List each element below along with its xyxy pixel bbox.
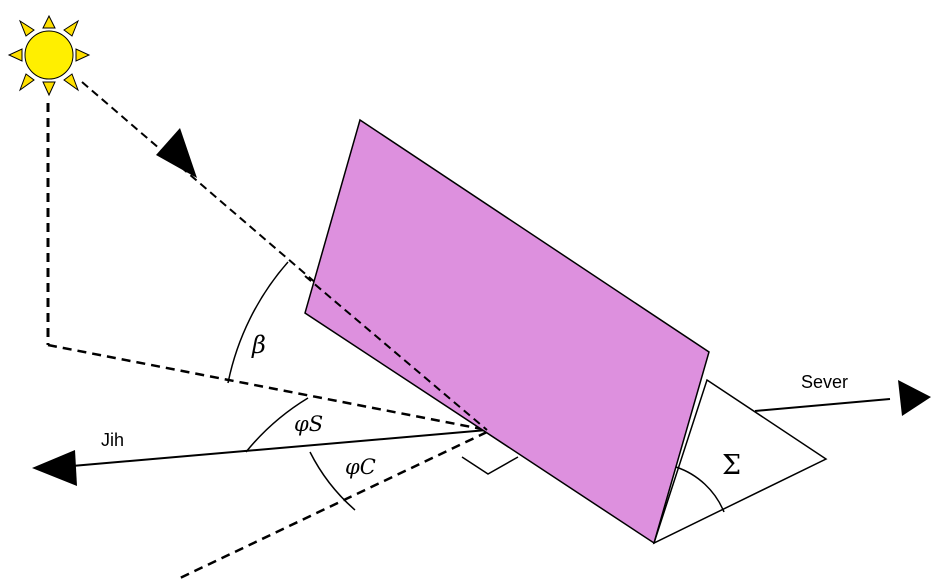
beta-label: β xyxy=(251,331,266,359)
solar-panel xyxy=(304,118,710,545)
sun-icon xyxy=(7,14,91,97)
sigma-label: Σ xyxy=(722,450,741,481)
south-direction-line xyxy=(71,429,488,467)
north-arrowhead xyxy=(898,380,931,416)
panel-support-triangle xyxy=(652,378,828,545)
north-direction-line xyxy=(754,398,891,412)
sun-ray-through-panel xyxy=(304,275,488,431)
sun-ray-arrowhead xyxy=(156,128,197,178)
south-arrowhead xyxy=(32,450,77,486)
phi-c-angle-arc xyxy=(309,451,356,511)
beta-angle-arc xyxy=(227,261,289,384)
sigma-angle-arc xyxy=(675,466,725,513)
phi-s-label: φS xyxy=(294,412,323,436)
phi-c-label: φC xyxy=(345,455,376,479)
phi-s-angle-arc xyxy=(245,397,309,453)
panel-azimuth-dashed-line xyxy=(179,430,488,579)
north-label: Sever xyxy=(801,372,848,392)
south-label: Jih xyxy=(101,430,124,450)
right-angle-marker xyxy=(461,456,519,475)
